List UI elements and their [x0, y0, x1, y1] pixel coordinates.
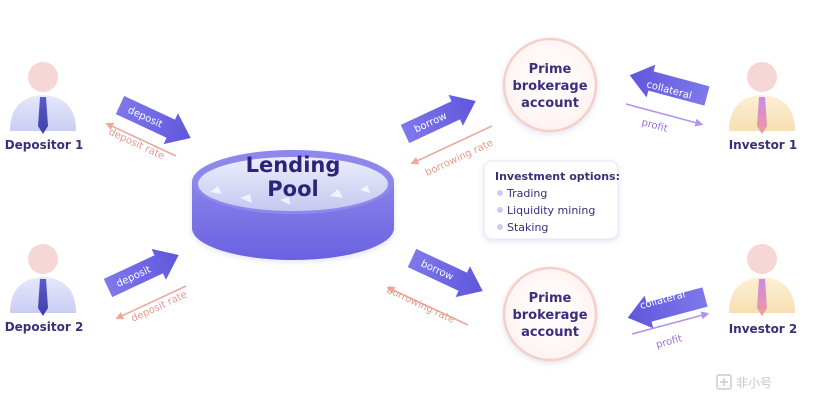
watermark: 非小号	[716, 374, 772, 390]
prime-brokerage-account-top	[502, 37, 598, 133]
borrowing-rate-label-bottom: borrowing rate	[385, 285, 456, 326]
account-top-line2: brokerage	[512, 79, 587, 94]
investor-1-label: Investor 1	[729, 138, 798, 152]
investment-options-title: Investment options:	[495, 170, 620, 183]
deposit-rate-label-bottom: deposit rate	[130, 289, 189, 324]
borrow-arrow-bottom: borrow	[407, 248, 483, 298]
account-bottom-line2: brokerage	[512, 308, 587, 323]
tie-icon	[38, 279, 48, 316]
deposit-rate-arrow-bottom	[115, 285, 187, 320]
person-head-icon	[28, 62, 58, 92]
investment-options-box: Investment options: Trading Liquidity mi…	[483, 160, 620, 240]
profit-arrow-bottom	[631, 311, 710, 335]
account-bottom-line1: Prime	[529, 291, 572, 306]
investor-2-label: Investor 2	[729, 322, 798, 336]
account-top-line1: Prime	[529, 62, 572, 77]
account-bottom-line3: account	[521, 325, 579, 340]
tie-icon	[38, 97, 48, 134]
investor-2-figure	[729, 244, 795, 316]
tie-icon	[757, 279, 767, 316]
bullet-icon	[497, 224, 503, 230]
lending-pool-cylinder	[192, 150, 394, 260]
investment-option-staking: Staking	[507, 221, 548, 234]
watermark-text: 非小号	[736, 376, 772, 390]
collateral-arrow-bottom	[627, 287, 708, 329]
prime-brokerage-account-bottom	[502, 266, 598, 362]
borrow-arrow-top: borrow	[400, 94, 476, 144]
borrowing-rate-arrow-bottom	[386, 286, 469, 326]
pool-title-line2: Pool	[267, 177, 318, 201]
investor-1-figure	[729, 62, 795, 134]
borrowing-rate-arrow-top	[410, 125, 493, 165]
depositor-2-label: Depositor 2	[5, 320, 84, 334]
depositor-2-figure	[10, 244, 76, 316]
investment-option-trading: Trading	[506, 187, 547, 200]
account-top-line3: account	[521, 96, 579, 111]
person-head-icon	[747, 62, 777, 92]
person-head-icon	[747, 244, 777, 274]
pool-title-line1: Lending	[246, 153, 341, 177]
bullet-icon	[497, 190, 503, 196]
profit-arrow-top	[625, 103, 704, 127]
profit-label-top: profit	[640, 117, 669, 135]
depositor-1-figure	[10, 62, 76, 134]
person-head-icon	[28, 244, 58, 274]
depositor-1-label: Depositor 1	[5, 138, 84, 152]
profit-label-bottom: profit	[655, 333, 684, 351]
tie-icon	[757, 97, 767, 134]
bullet-icon	[497, 207, 503, 213]
collateral-arrow-top	[629, 64, 710, 106]
deposit-rate-arrow-top	[105, 122, 177, 157]
investment-option-liquidity-mining: Liquidity mining	[507, 204, 595, 217]
